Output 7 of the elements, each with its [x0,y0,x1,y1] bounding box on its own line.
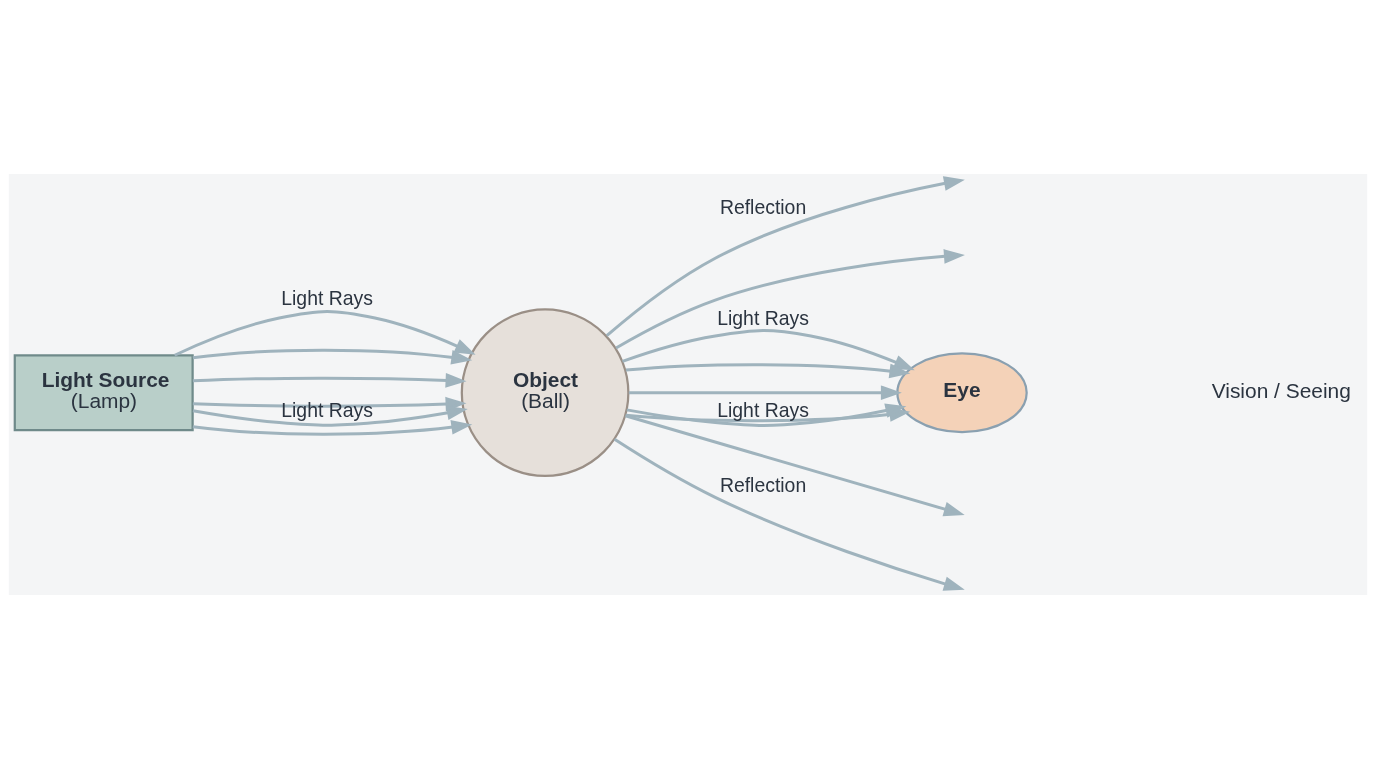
label: Vision / Seeing [1211,378,1351,402]
edge-label: Reflection [719,473,807,496]
edge-label: Reflection [719,195,807,218]
edge-label: Light Rays [281,286,373,309]
edge-label: Light Rays [717,398,809,421]
edge-label: Light Rays [281,398,373,421]
edge-label: Light Rays [717,306,809,329]
